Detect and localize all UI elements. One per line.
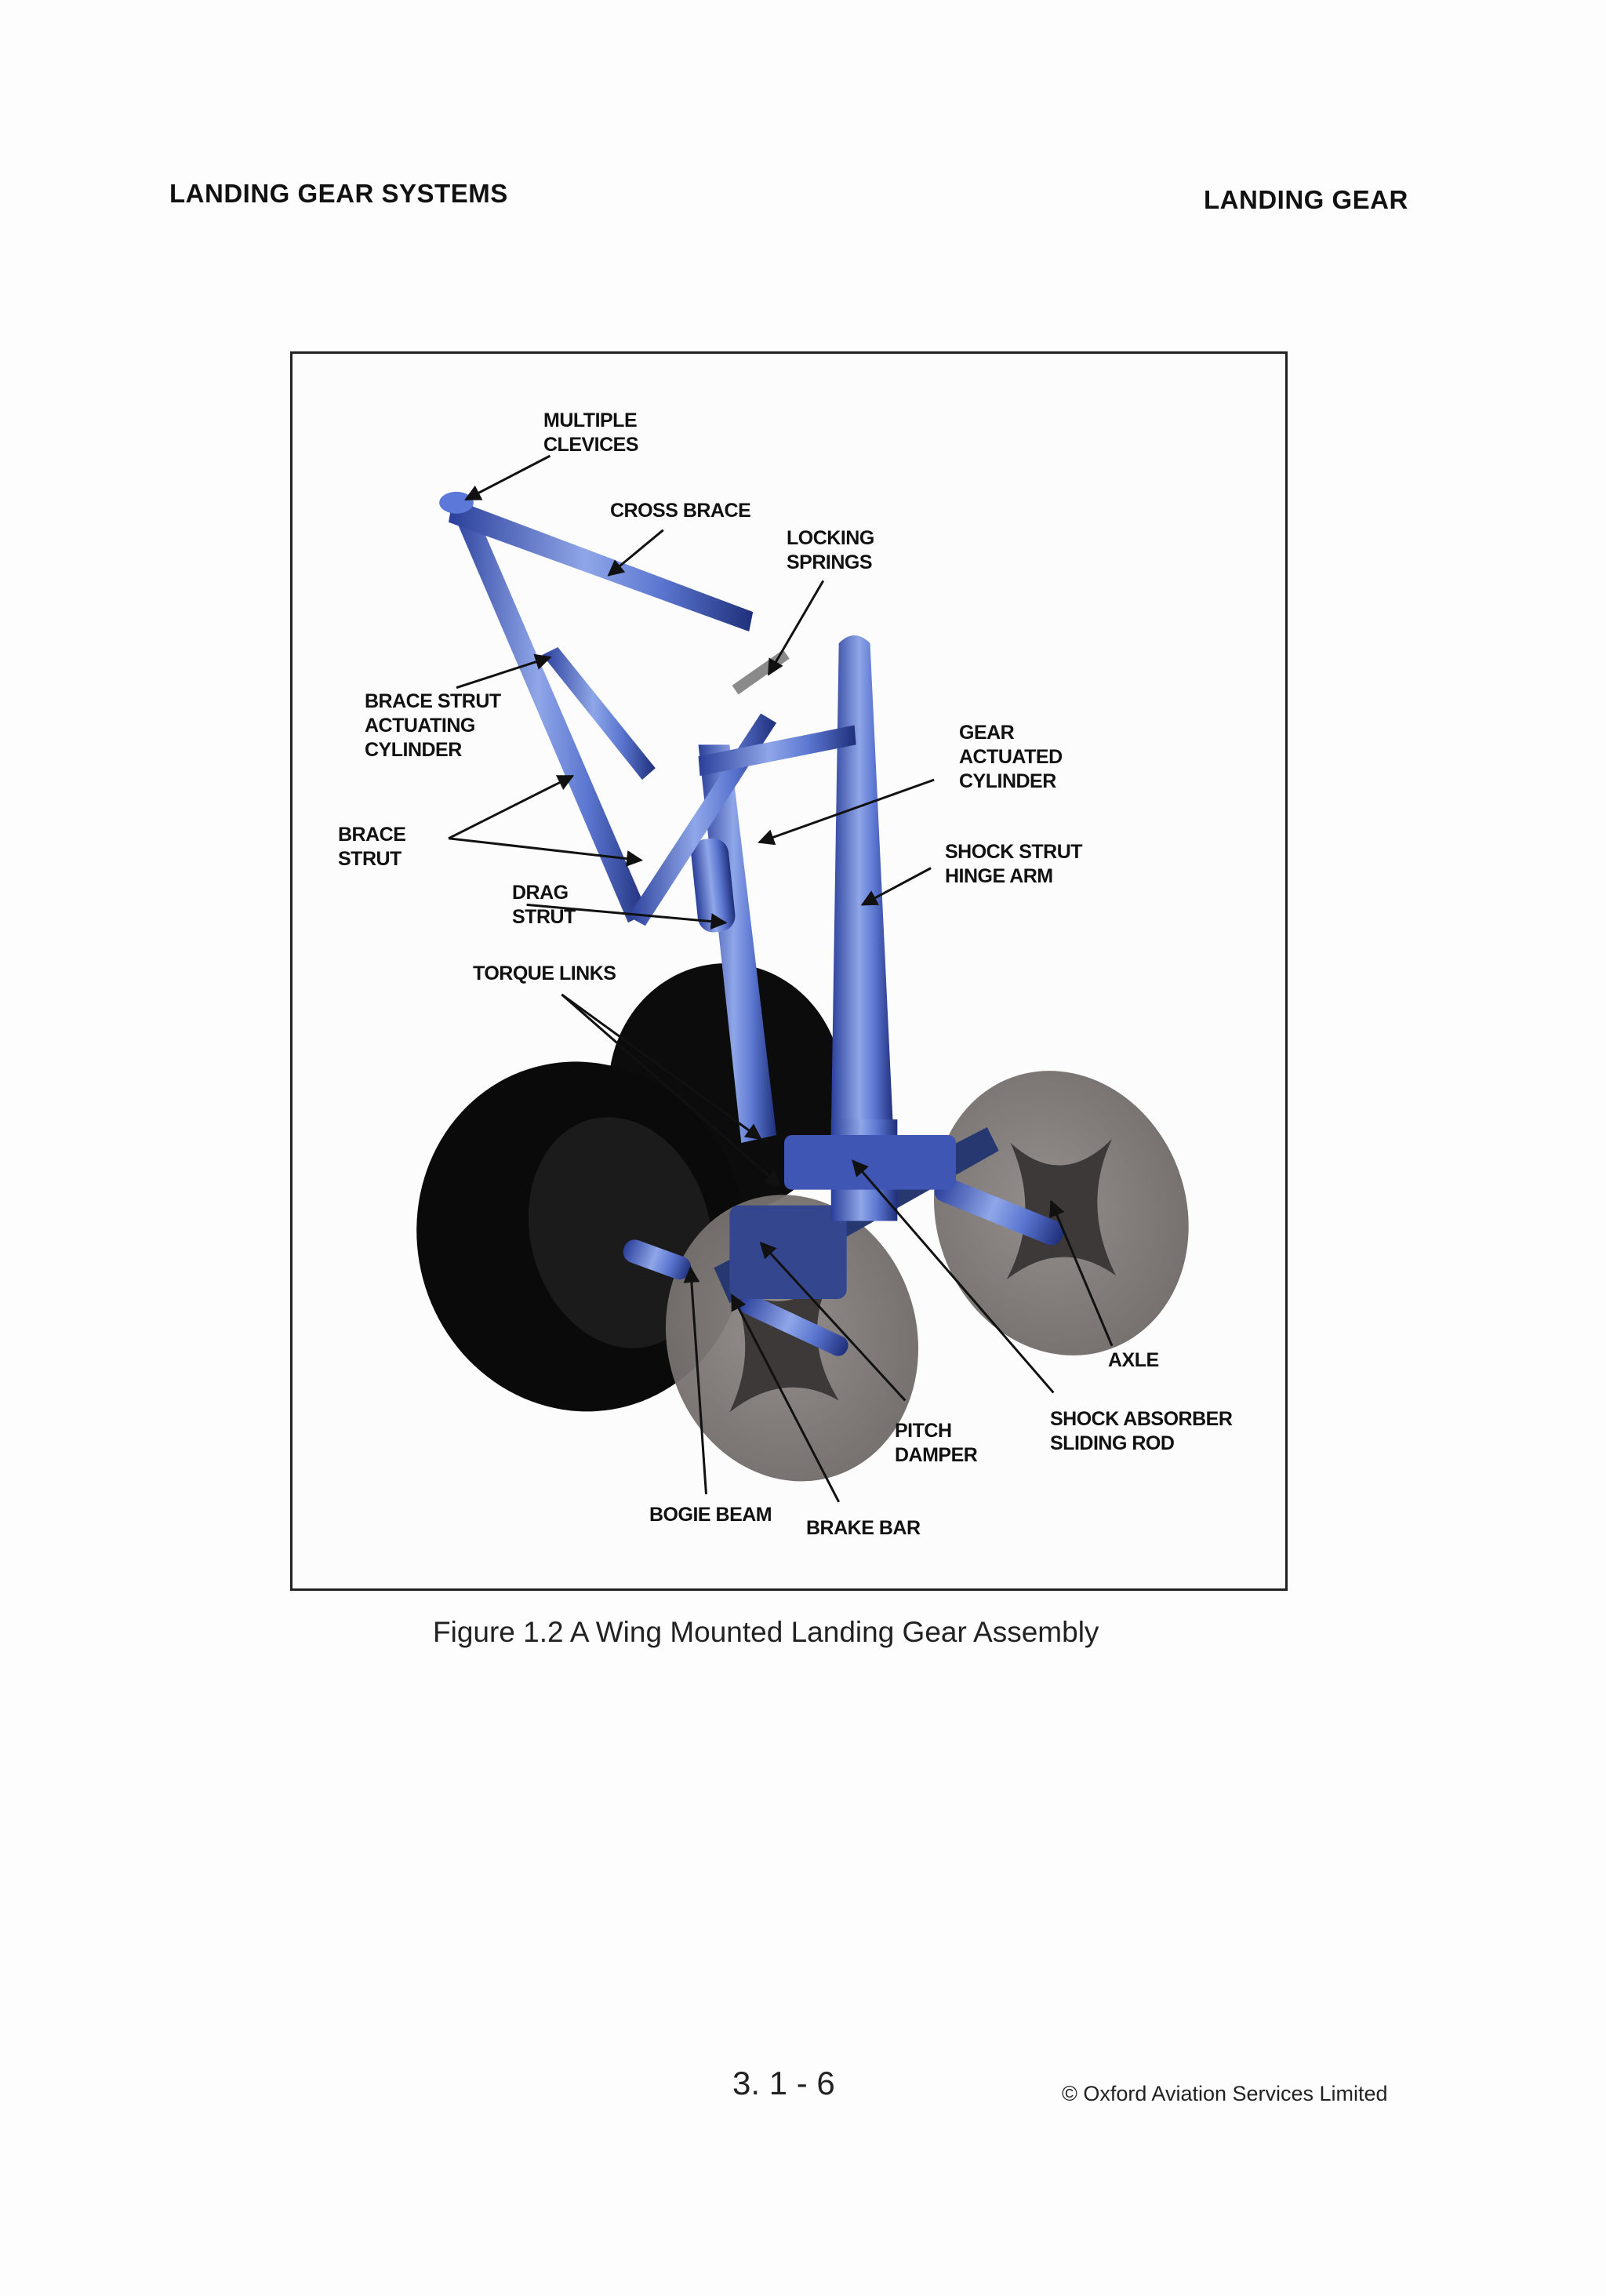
leader-torque-links-2 bbox=[561, 993, 782, 1188]
leader-brake-bar bbox=[731, 1294, 841, 1503]
tyre-front-left-hub bbox=[528, 1117, 713, 1348]
cross-brace bbox=[449, 498, 754, 632]
callout-brace-strut-actuating-cylinder: BRACE STRUT ACTUATING CYLINDER bbox=[365, 690, 501, 761]
leader-drag-strut bbox=[526, 903, 728, 930]
callout-gear-actuated-cylinder: GEAR ACTUATED CYLINDER bbox=[959, 722, 1063, 792]
brace-strut-left bbox=[449, 494, 648, 923]
leader-brace-strut-cyl bbox=[456, 653, 552, 690]
callout-multiple-clevices: MULTIPLE CLEVICES bbox=[543, 409, 639, 456]
strut-collar bbox=[784, 1135, 956, 1190]
clevis-top bbox=[439, 491, 474, 514]
leader-locking-springs bbox=[767, 580, 825, 676]
callout-cross-brace: CROSS BRACE bbox=[610, 500, 751, 522]
copyright-notice: © Oxford Aviation Services Limited bbox=[1062, 2082, 1388, 2105]
axle-right bbox=[934, 1177, 1064, 1246]
callout-torque-links: TORQUE LINKS bbox=[473, 962, 616, 984]
callout-shock-absorber-sliding-rod: SHOCK ABSORBER SLIDING ROD bbox=[1050, 1408, 1233, 1454]
callout-bogie-beam: BOGIE BEAM bbox=[649, 1504, 772, 1526]
leader-bogie-beam bbox=[683, 1266, 707, 1494]
upper-crossbar bbox=[698, 725, 856, 777]
callout-drag-strut: DRAG STRUT bbox=[512, 882, 576, 928]
gear-actuated-cylinder-body bbox=[691, 838, 736, 933]
leader-gear-actuated-cyl bbox=[758, 778, 935, 846]
locking-springs bbox=[732, 650, 790, 695]
callout-axle: AXLE bbox=[1108, 1349, 1159, 1371]
leader-brace-strut-1 bbox=[448, 774, 575, 840]
leader-multiple-clevices bbox=[464, 454, 551, 501]
figure-frame: MULTIPLE CLEVICES CROSS BRACE LOCKING SP… bbox=[290, 351, 1288, 1591]
callout-locking-springs: LOCKING SPRINGS bbox=[787, 527, 874, 573]
leader-shock-strut-hinge bbox=[860, 867, 932, 906]
callout-shock-strut-hinge-arm: SHOCK STRUT HINGE ARM bbox=[945, 841, 1083, 887]
callout-pitch-damper: PITCH DAMPER bbox=[895, 1420, 978, 1466]
shock-strut bbox=[830, 635, 894, 1136]
brake-bar-rod bbox=[739, 1294, 848, 1356]
leader-brace-strut-2 bbox=[448, 837, 643, 867]
page-number: 3. 1 - 6 bbox=[732, 2065, 835, 2101]
leader-torque-links-1 bbox=[561, 993, 762, 1141]
callout-brake-bar: BRAKE BAR bbox=[806, 1517, 921, 1539]
brace-strut-inner bbox=[542, 646, 656, 780]
running-header-right: LANDING GEAR bbox=[1204, 185, 1408, 214]
callout-brace-strut: BRACE STRUT bbox=[338, 824, 406, 870]
running-header-left: LANDING GEAR SYSTEMS bbox=[169, 179, 508, 208]
leader-shock-absorber bbox=[852, 1159, 1055, 1394]
landing-gear-illustration bbox=[416, 454, 1189, 1503]
leader-axle bbox=[1049, 1199, 1114, 1347]
axle-left bbox=[623, 1239, 692, 1280]
leader-pitch-damper bbox=[759, 1241, 907, 1402]
figure-caption: Figure 1.2 A Wing Mounted Landing Gear A… bbox=[433, 1616, 1099, 1648]
bogie-block bbox=[729, 1205, 847, 1300]
leader-cross-brace bbox=[607, 529, 664, 577]
